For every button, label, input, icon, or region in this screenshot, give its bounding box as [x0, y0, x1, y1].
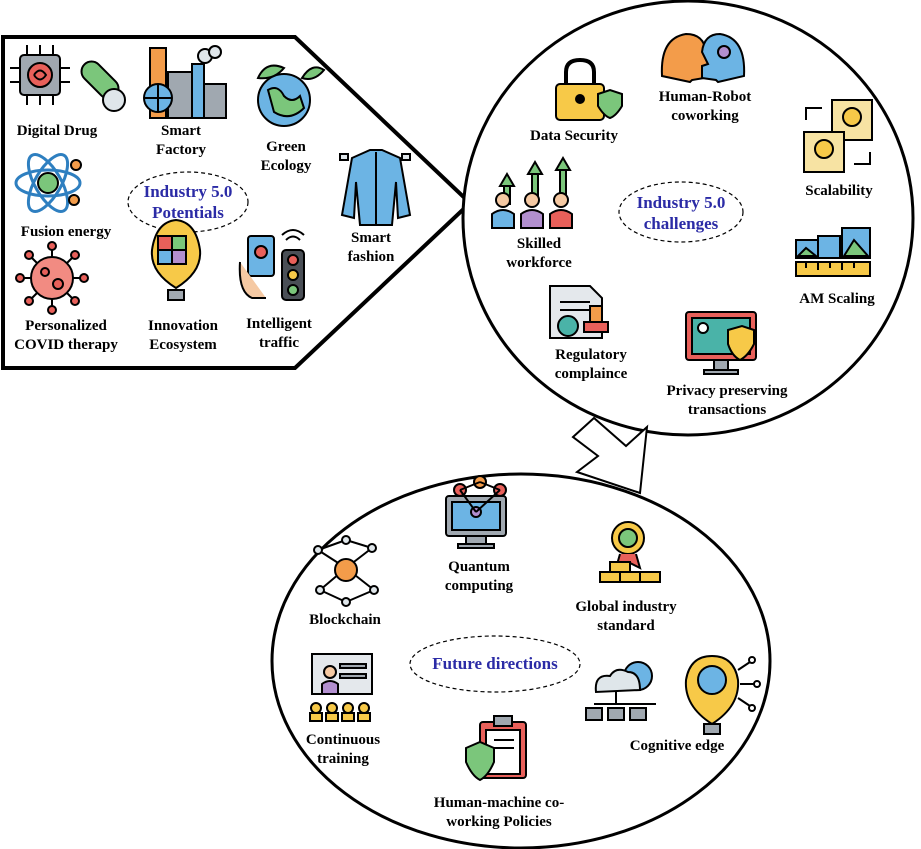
- atom-icon: [14, 153, 82, 213]
- cloud-network-icon: [585, 661, 656, 721]
- jacket-icon: [339, 149, 412, 226]
- monitor-shield-icon: [685, 311, 757, 375]
- factory-icon: [143, 45, 227, 119]
- label-am-scaling: AM Scaling: [799, 291, 875, 307]
- future-ellipse: [270, 472, 772, 849]
- training-icon: [309, 653, 373, 722]
- globe-leaves-icon: [256, 64, 326, 127]
- label-data-security: Data Security: [530, 128, 618, 144]
- future-title: Future directions: [432, 654, 558, 673]
- traffic-light-icon: [238, 229, 305, 301]
- label-digital-drug: Digital Drug: [16, 123, 98, 139]
- blockchain-icon: [313, 535, 379, 607]
- label-blockchain: Blockchain: [309, 612, 381, 628]
- down-arrow: [571, 416, 649, 495]
- label-cognitive-edge: Cognitive edge: [629, 738, 725, 754]
- label-scalability: Scalability: [805, 183, 873, 199]
- future-center-ellipse: [409, 635, 581, 693]
- label-fusion-energy: Fusion energy: [20, 224, 112, 240]
- ai-bulb-icon: [684, 654, 761, 735]
- virus-icon: [15, 241, 89, 315]
- challenges-center-ellipse: [618, 181, 744, 243]
- clipboard-shield-icon: [465, 715, 527, 782]
- medal-gold-icon: [599, 521, 661, 583]
- workforce-icon: [491, 156, 573, 229]
- lightbulb-puzzle-icon: [150, 218, 202, 301]
- quantum-computer-icon: [445, 475, 507, 549]
- chip-icon: [10, 45, 70, 105]
- padlock-icon: [555, 57, 623, 121]
- label-human-machine-coworking-policies: Human-machine co-working Policies: [433, 795, 565, 830]
- capsule-icon: [80, 60, 126, 112]
- scalability-icon: [803, 99, 873, 173]
- ruler-images-icon: [795, 227, 871, 277]
- document-stamp-icon: [549, 285, 609, 339]
- human-robot-icon: [660, 32, 746, 84]
- potentials-pentagon: [1, 35, 473, 370]
